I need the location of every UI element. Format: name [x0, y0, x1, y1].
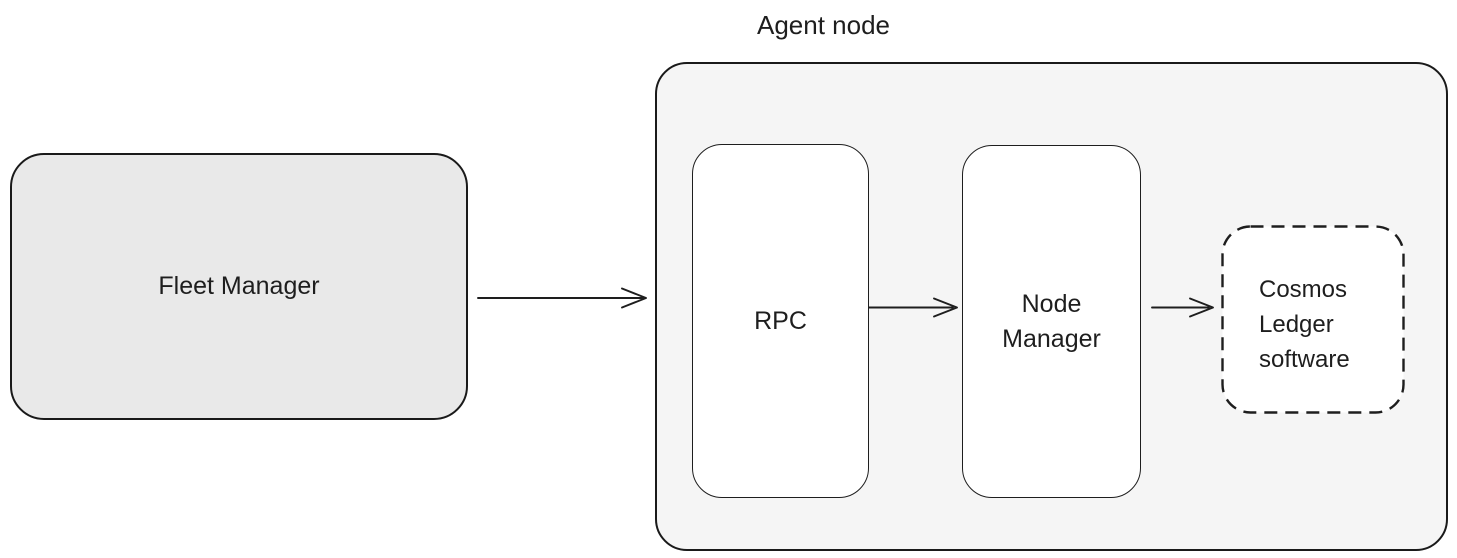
cosmos-ledger-label: Cosmos Ledger software — [1259, 276, 1350, 373]
node-manager-node: Node Manager — [962, 145, 1141, 498]
rpc-node: RPC — [692, 144, 869, 498]
fleet-manager-node: Fleet Manager — [10, 153, 468, 420]
cosmos-ledger-node: Cosmos Ledger software — [1221, 225, 1405, 414]
arrow-fleet-to-agent-node — [477, 287, 647, 309]
agent-node-group-title: Agent node — [757, 10, 891, 40]
node-manager-label: Node Manager — [1002, 290, 1101, 353]
rpc-label: RPC — [754, 306, 807, 335]
dashed-border-frame — [1221, 225, 1405, 414]
fleet-manager-label: Fleet Manager — [158, 272, 320, 301]
